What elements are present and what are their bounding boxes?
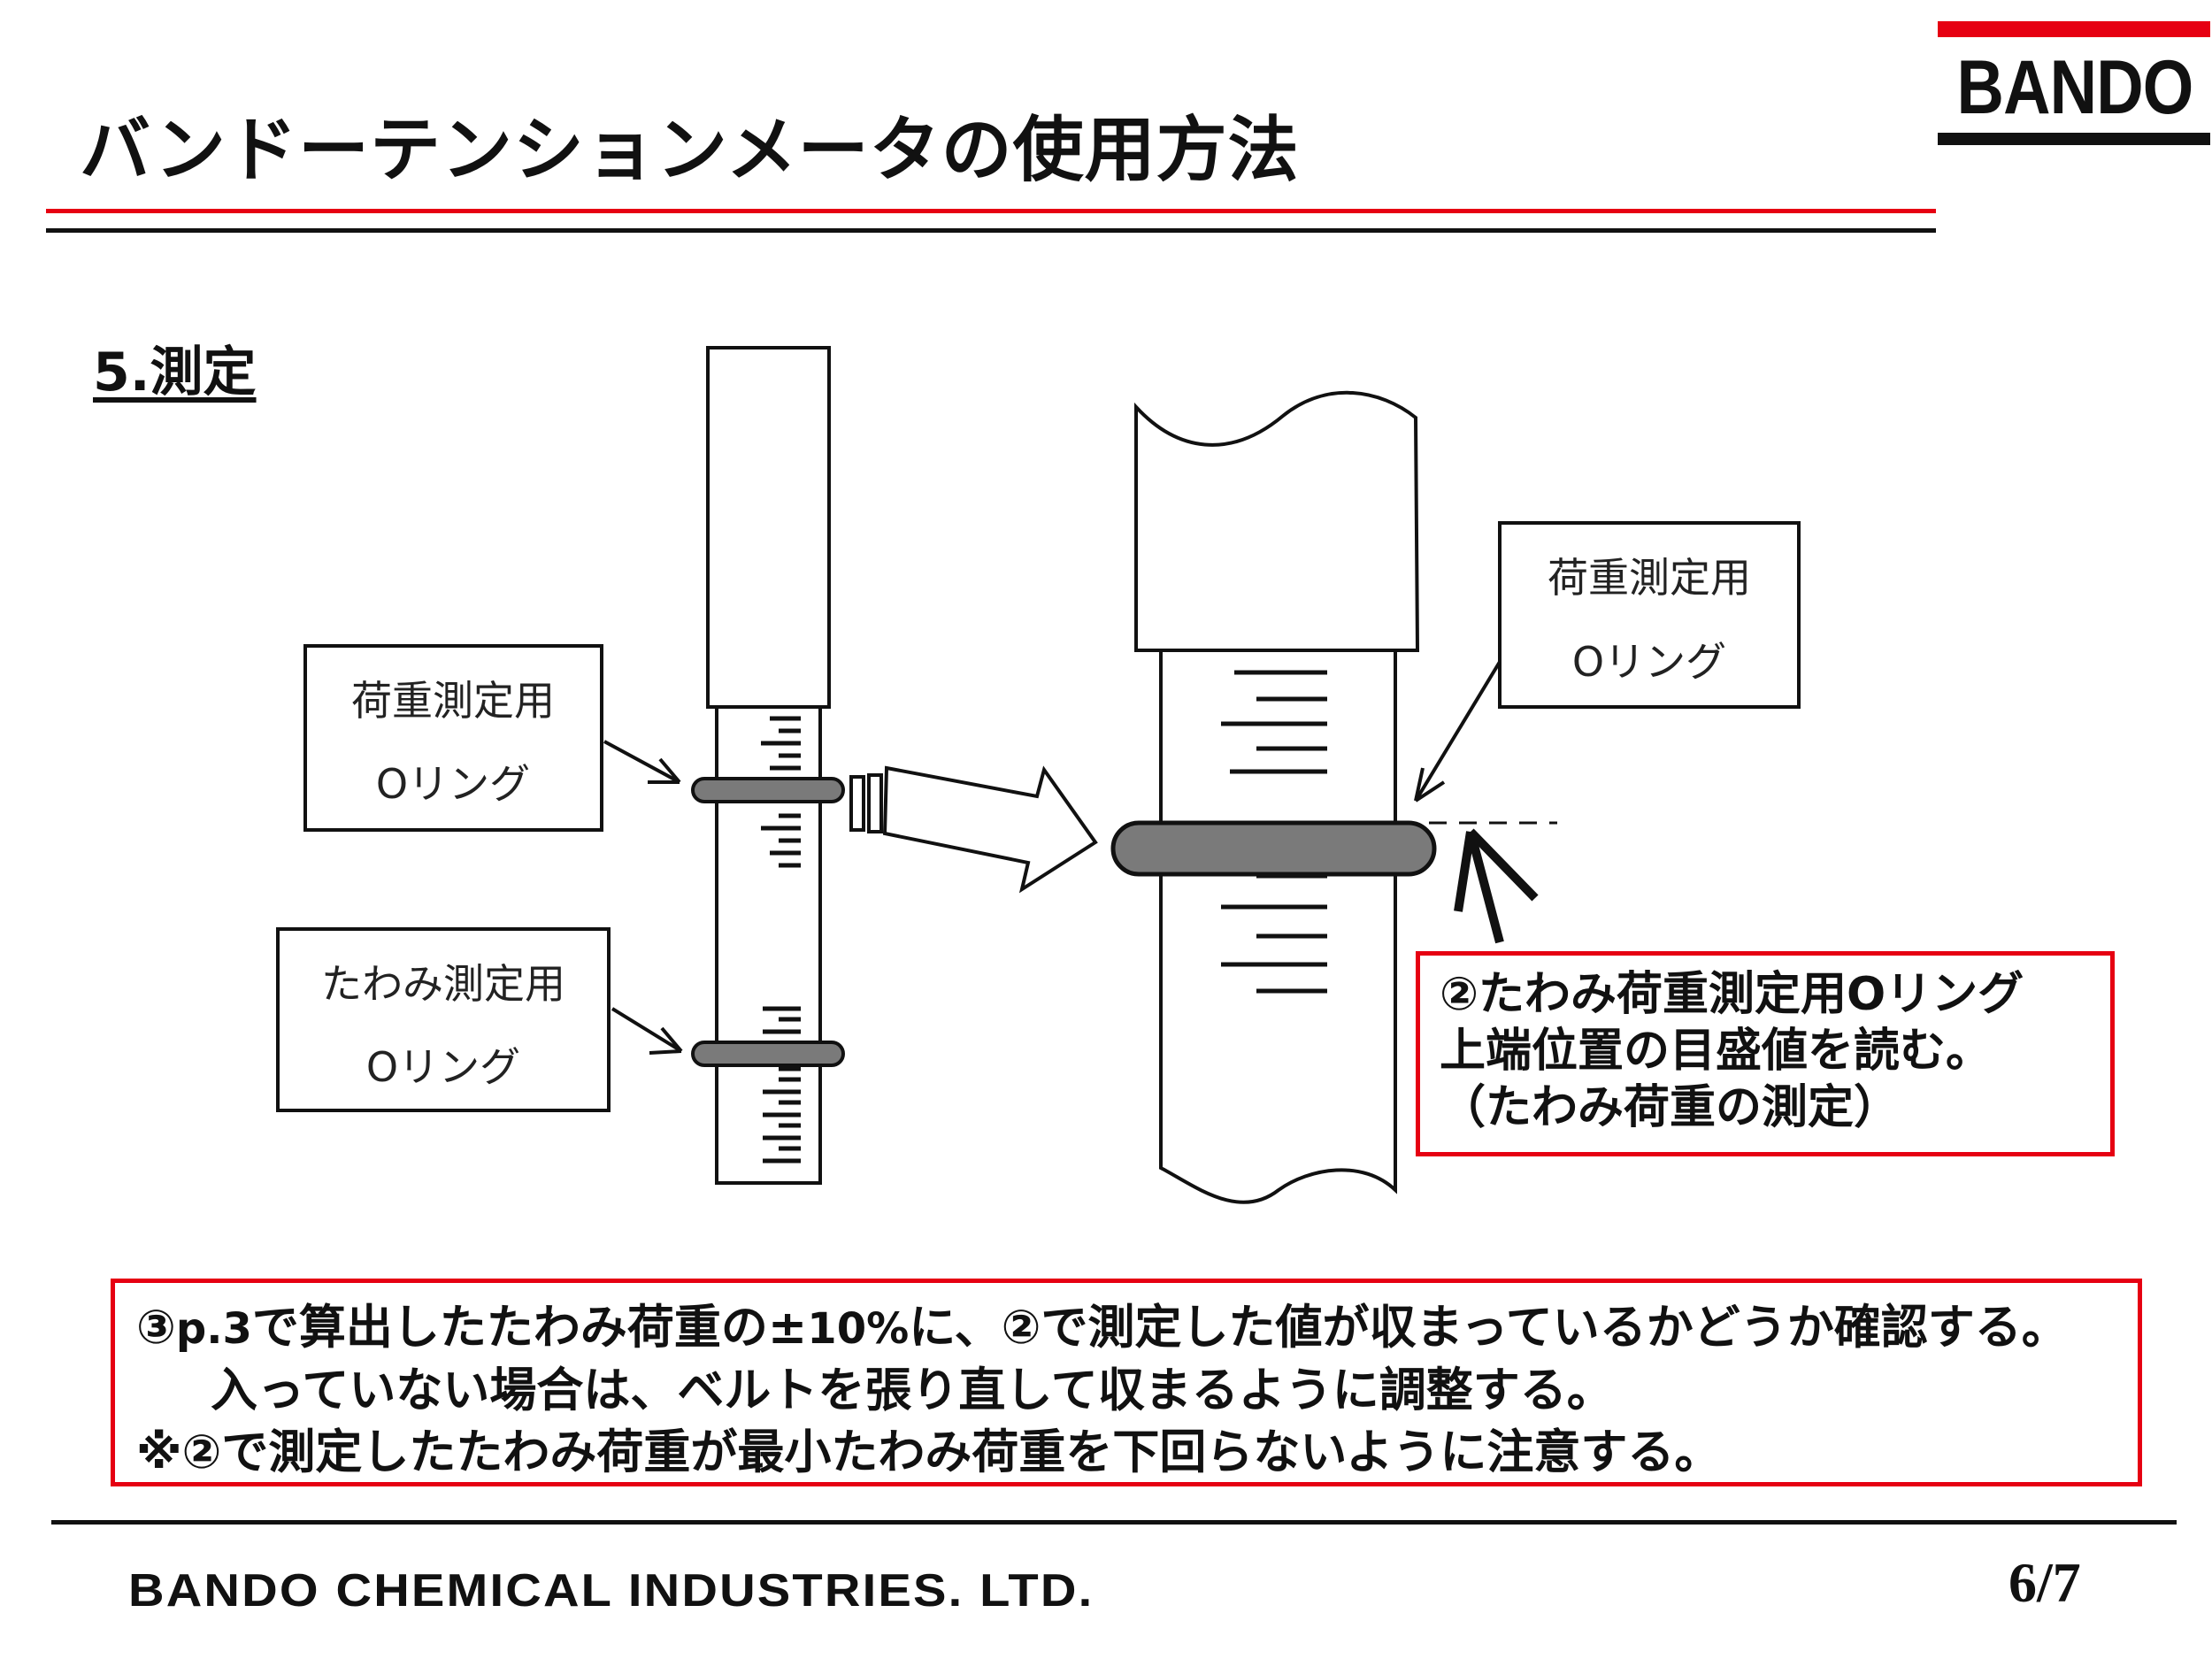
- tolerance-percent: 10%: [807, 1304, 910, 1354]
- check-text-mid: で算出したたわみ荷重の±: [251, 1301, 808, 1355]
- section-heading: 5.測定: [93, 342, 257, 403]
- load-oring-zoom: [1110, 820, 1437, 877]
- header-red-rule: [46, 209, 1936, 213]
- check-callout-line1: ③p.3で算出したたわみ荷重の±10%に、②で測定した値が収まっているかどうか確…: [136, 1297, 2111, 1360]
- deflection-oring-small: [691, 1041, 845, 1067]
- check-callout-line2: 入っていない場合は、ベルトを張り直して収まるように調整する。: [211, 1363, 1614, 1417]
- load-oring-small: [691, 777, 845, 803]
- measurement-callout-line3: （たわみ荷重の測定）: [1440, 1081, 1901, 1134]
- logo-black-bar: [1938, 133, 2210, 145]
- measurement-callout: ②たわみ荷重測定用Oリング 上端位置の目盛値を読む。 （たわみ荷重の測定）: [1416, 951, 2115, 1156]
- load-oring-label-line2: Oリング: [376, 760, 530, 808]
- tension-meter-left: [691, 346, 845, 1185]
- check-callout-line3: ※②で測定したたわみ荷重が最小たわみ荷重を下回らないように注意する。: [136, 1425, 1722, 1479]
- measurement-callout-line1: ②たわみ荷重測定用Oリング: [1440, 968, 2024, 1021]
- deflection-oring-label-line2: Oリング: [366, 1043, 520, 1091]
- company-name: BANDO CHEMICAL INDUSTRIES. LTD.: [128, 1565, 1094, 1617]
- read-position-arrow: [1454, 828, 1539, 944]
- tension-meter-zoom: [1110, 390, 1557, 1204]
- deflection-oring-label-line1: たわみ測定用: [321, 960, 565, 1008]
- measurement-callout-line2: 上端位置の目盛値を読む。: [1440, 1025, 1993, 1078]
- zoom-load-oring-label-line1: 荷重測定用: [1548, 554, 1751, 602]
- load-oring-label-line1: 荷重測定用: [351, 677, 555, 725]
- footer-rule: [51, 1520, 2177, 1525]
- step-marker: ③: [136, 1301, 176, 1355]
- logo-text: BANDO: [1956, 45, 2194, 130]
- page-reference: p.3: [175, 1304, 252, 1354]
- check-callout: ③p.3で算出したたわみ荷重の±10%に、②で測定した値が収まっているかどうか確…: [111, 1279, 2142, 1486]
- page-number: 6/7: [2008, 1551, 2081, 1614]
- header-black-rule: [46, 228, 1936, 233]
- page-title: バンドーテンションメータの使用方法: [80, 109, 1300, 191]
- tension-meter-diagram: 荷重測定用 Oリング たわみ測定用 Oリング: [276, 346, 1801, 1204]
- scale-ticks-lower: [763, 1006, 801, 1164]
- zoom-load-oring-label-line2: Oリング: [1572, 638, 1726, 686]
- zoom-arrow: [849, 765, 1098, 894]
- logo-red-bar: [1938, 21, 2210, 37]
- check-text-rest: に、②で測定した値が収まっているかどうか確認する。: [909, 1301, 2069, 1355]
- bando-logo: BANDO: [1938, 21, 2210, 145]
- scale-ticks-upper: [761, 716, 801, 868]
